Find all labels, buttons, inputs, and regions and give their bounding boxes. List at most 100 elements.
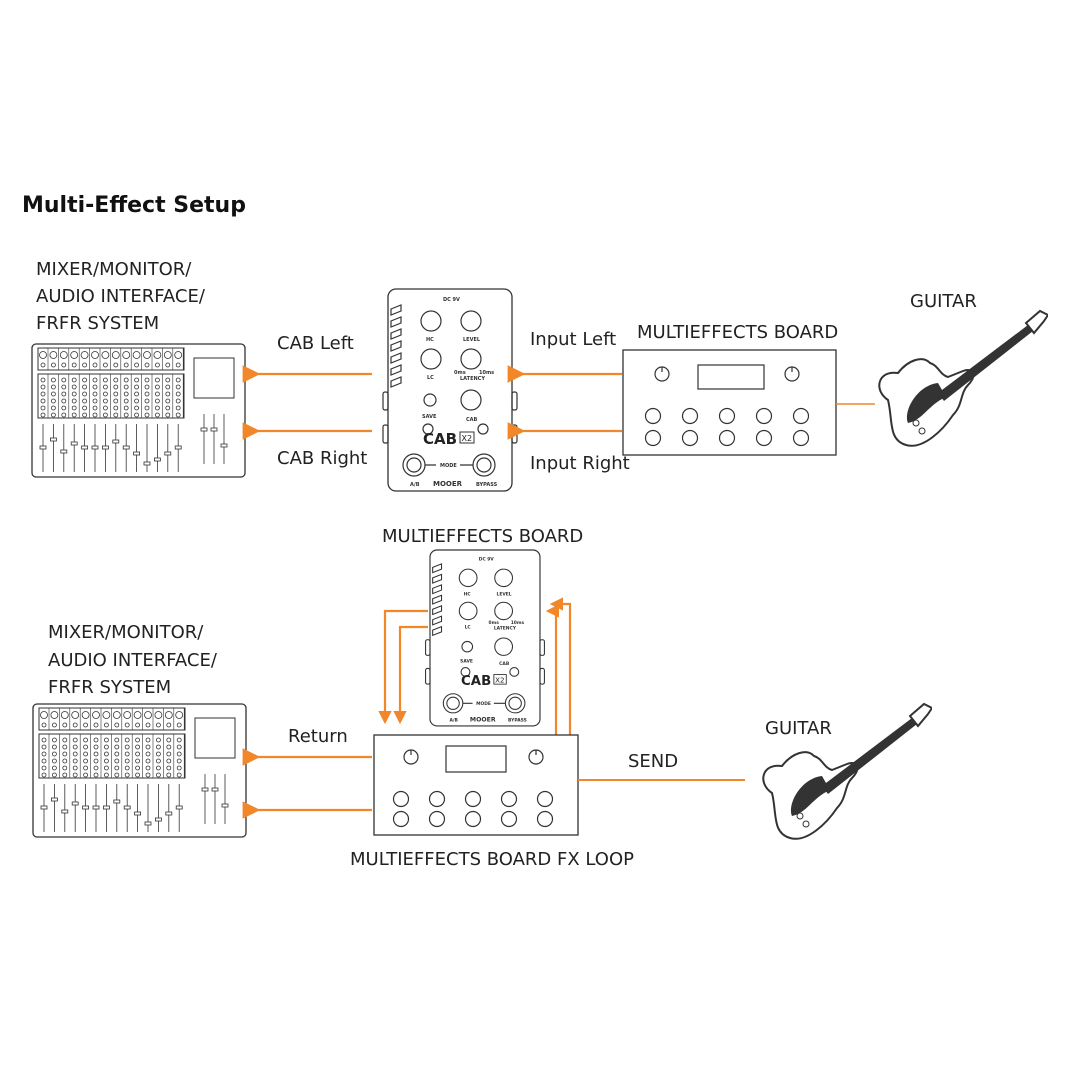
footswitch-button xyxy=(536,790,554,808)
top-pedal-labels: DC 9V HC LEVEL LC LATENCY 0ms 10ms SAVE … xyxy=(410,297,498,488)
fader-knob xyxy=(50,797,58,802)
latency-max-label: 10ms xyxy=(511,620,525,626)
footswitch-button xyxy=(792,407,810,425)
latency-max-label: 10ms xyxy=(479,370,494,376)
fader-knob xyxy=(71,801,79,806)
power-label: DC 9V xyxy=(443,297,460,303)
bottom-multieffects-board xyxy=(373,734,579,836)
master-fader-knob xyxy=(201,787,209,792)
mode-label: MODE xyxy=(476,701,491,707)
footswitch-button xyxy=(428,810,446,828)
top-cab-x2-pedal xyxy=(382,288,518,492)
footswitch-button xyxy=(500,790,518,808)
fx-loop-board-label: MULTIEFFECTS BOARD FX LOOP xyxy=(350,849,634,870)
lc-label: LC xyxy=(465,624,471,630)
mode-label: MODE xyxy=(440,463,457,469)
fader-knob xyxy=(122,445,130,450)
master-fader-knob xyxy=(200,427,208,432)
cab-right-label: CAB Right xyxy=(277,448,367,469)
top-mixer-controls xyxy=(39,348,228,472)
cab-label: CAB xyxy=(466,417,478,423)
mixer-label-line: FRFR SYSTEM xyxy=(48,677,171,698)
fader-knob xyxy=(154,457,161,462)
master-fader-knob xyxy=(220,443,228,448)
ab-label: A/B xyxy=(410,482,420,488)
fader-knob xyxy=(143,461,151,466)
fader-knob xyxy=(91,445,99,450)
cab-left-label: CAB Left xyxy=(277,333,354,354)
top-guitar-label: GUITAR xyxy=(910,291,977,312)
bottom-mixer-label: MIXER/MONITOR/ AUDIO INTERFACE/ FRFR SYS… xyxy=(48,622,218,698)
fader-knob xyxy=(174,445,182,450)
save-label: SAVE xyxy=(422,414,437,420)
fader-knob xyxy=(144,821,152,826)
mixer-label-line: AUDIO INTERFACE/ xyxy=(36,286,206,307)
power-label: DC 9V xyxy=(479,556,495,562)
fader-knob xyxy=(113,799,121,804)
input-left-label: Input Left xyxy=(530,329,616,350)
fx-return-right-line xyxy=(549,597,572,735)
fader-knob xyxy=(61,809,69,814)
pedal-logo-suffix: X2 xyxy=(462,434,473,443)
fader-knob xyxy=(82,805,89,810)
mixer-label-line: MIXER/MONITOR/ xyxy=(36,259,192,280)
hc-label: HC xyxy=(464,591,471,597)
level-label: LEVEL xyxy=(463,337,481,343)
pedal-logo: CAB xyxy=(461,674,491,689)
hc-label: HC xyxy=(426,337,434,343)
pedal-logo-suffix: X2 xyxy=(495,675,504,684)
fader-knob xyxy=(134,811,141,816)
fader-knob xyxy=(155,817,162,822)
bottom-guitar-label: GUITAR xyxy=(765,718,832,739)
latency-min-label: 0ms xyxy=(454,370,466,376)
fader-knob xyxy=(40,805,48,810)
footswitch-button xyxy=(755,429,773,447)
footswitch-button xyxy=(392,790,410,808)
fx-send-left-line xyxy=(378,609,428,725)
footswitch-button xyxy=(428,790,446,808)
fader-knob xyxy=(81,445,88,450)
save-label: SAVE xyxy=(460,658,473,664)
top-multieffects-board xyxy=(622,349,837,456)
fader-knob xyxy=(70,441,78,446)
footswitch-button xyxy=(718,407,736,425)
footswitch-button xyxy=(392,810,410,828)
brand-logo: MOOER xyxy=(470,717,496,724)
top-mixer-label: MIXER/MONITOR/ AUDIO INTERFACE/ FRFR SYS… xyxy=(36,259,206,334)
fader-knob xyxy=(39,445,47,450)
bottom-mixer-controls xyxy=(40,708,229,832)
bottom-cab-x2-pedal xyxy=(424,549,545,727)
bypass-label: BYPASS xyxy=(476,482,498,488)
top-board-label: MULTIEFFECTS BOARD xyxy=(637,322,838,343)
fader-knob xyxy=(102,445,109,450)
ab-label: A/B xyxy=(450,718,459,724)
footswitch-button xyxy=(755,407,773,425)
footswitch-button xyxy=(792,429,810,447)
footswitch-button xyxy=(536,810,554,828)
mixer-label-line: MIXER/MONITOR/ xyxy=(48,622,204,643)
brand-logo: MOOER xyxy=(433,480,463,488)
bottom-pedal-labels: DC 9V HC LEVEL LC LATENCY 0ms 10ms SAVE … xyxy=(450,556,527,723)
footswitch-button xyxy=(464,790,482,808)
return-label: Return xyxy=(288,726,348,747)
footswitch-button xyxy=(644,429,662,447)
latency-min-label: 0ms xyxy=(489,620,500,626)
mixer-label-line: FRFR SYSTEM xyxy=(36,313,159,334)
bypass-label: BYPASS xyxy=(508,718,527,724)
fader-knob xyxy=(92,805,100,810)
fader-knob xyxy=(164,451,172,456)
input-right-label: Input Right xyxy=(530,453,630,474)
cab-label: CAB xyxy=(499,661,510,667)
master-fader-knob xyxy=(211,787,219,792)
fader-knob xyxy=(123,805,131,810)
footswitch-button xyxy=(464,810,482,828)
footswitch-button xyxy=(500,810,518,828)
fader-knob xyxy=(133,451,140,456)
fader-knob xyxy=(103,805,110,810)
master-fader-knob xyxy=(210,427,218,432)
footswitch-button xyxy=(644,407,662,425)
fader-knob xyxy=(165,811,173,816)
fader-knob xyxy=(112,439,120,444)
top-guitar-icon xyxy=(878,310,1048,447)
